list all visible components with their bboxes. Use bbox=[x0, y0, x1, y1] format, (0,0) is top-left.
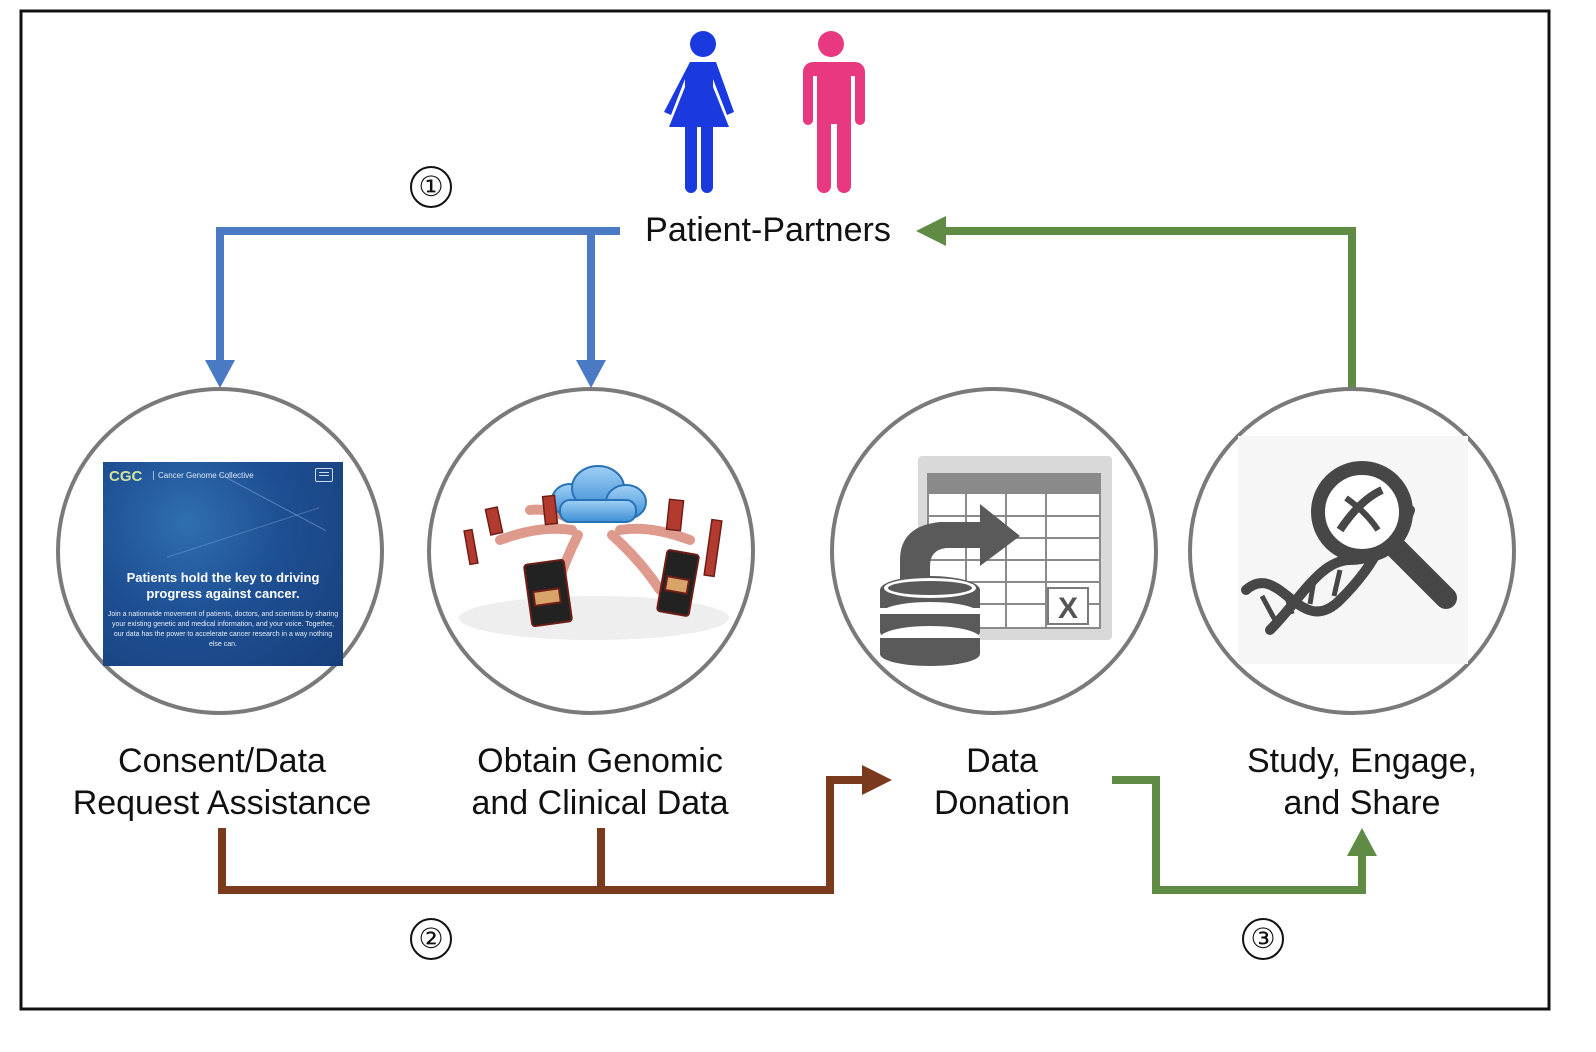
consent-label-line2: Request Assistance bbox=[72, 784, 372, 822]
donation-label-line2: Donation bbox=[933, 784, 1071, 822]
donation-node-label: Data Donation bbox=[900, 740, 1104, 824]
step3-arrowhead-patients bbox=[916, 216, 946, 246]
step1-arrow bbox=[216, 227, 620, 362]
step1-arrowhead-left bbox=[205, 360, 235, 388]
consent-node-label: Consent/Data Request Assistance bbox=[62, 740, 382, 824]
genomic-node-label: Obtain Genomic and Clinical Data bbox=[440, 740, 760, 824]
study-node-label: Study, Engage, and Share bbox=[1220, 740, 1504, 824]
female-person-icon bbox=[664, 31, 734, 193]
hamburger-menu-icon bbox=[315, 468, 333, 482]
patient-partners-label: Patient-Partners bbox=[645, 211, 891, 249]
website-logo: CGC bbox=[109, 468, 143, 485]
male-person-icon bbox=[803, 31, 865, 193]
website-header: CGC Cancer Genome Collective bbox=[109, 468, 337, 486]
website-body-text: Join a nationwide movement of patients, … bbox=[107, 611, 339, 648]
website-logo-text: Cancer Genome Collective bbox=[153, 471, 254, 480]
step3-forward-arrow bbox=[1112, 776, 1366, 894]
step3-arrowhead-share bbox=[1347, 828, 1377, 856]
dna-magnifier-icon bbox=[1238, 436, 1468, 664]
diagram-border bbox=[19, 9, 1551, 1011]
step2-arrowhead bbox=[862, 765, 892, 795]
genomic-node-circle bbox=[427, 387, 755, 715]
step3-return-arrow bbox=[940, 227, 1356, 388]
donation-label-line1: Data bbox=[966, 742, 1038, 780]
step-3-badge: ③ bbox=[1242, 918, 1284, 960]
website-headline: Patients hold the key to driving progres… bbox=[126, 570, 320, 601]
study-label-line1: Study, Engage, bbox=[1247, 742, 1477, 780]
website-screenshot-icon: CGC Cancer Genome Collective Patients ho… bbox=[103, 462, 343, 666]
genomic-label-line2: and Clinical Data bbox=[471, 784, 729, 822]
study-label-line2: and Share bbox=[1283, 784, 1441, 822]
step2-arrow bbox=[218, 776, 866, 894]
svg-text:X: X bbox=[1058, 592, 1078, 625]
consent-label-line1: Consent/Data bbox=[118, 742, 326, 780]
step-1-badge: ① bbox=[410, 166, 452, 208]
genomic-label-line1: Obtain Genomic bbox=[477, 742, 723, 780]
step-2-badge: ② bbox=[410, 918, 452, 960]
step1-arrowhead-right bbox=[576, 360, 606, 388]
cloud-devices-icon bbox=[459, 465, 729, 640]
database-spreadsheet-icon: X bbox=[880, 456, 1112, 666]
